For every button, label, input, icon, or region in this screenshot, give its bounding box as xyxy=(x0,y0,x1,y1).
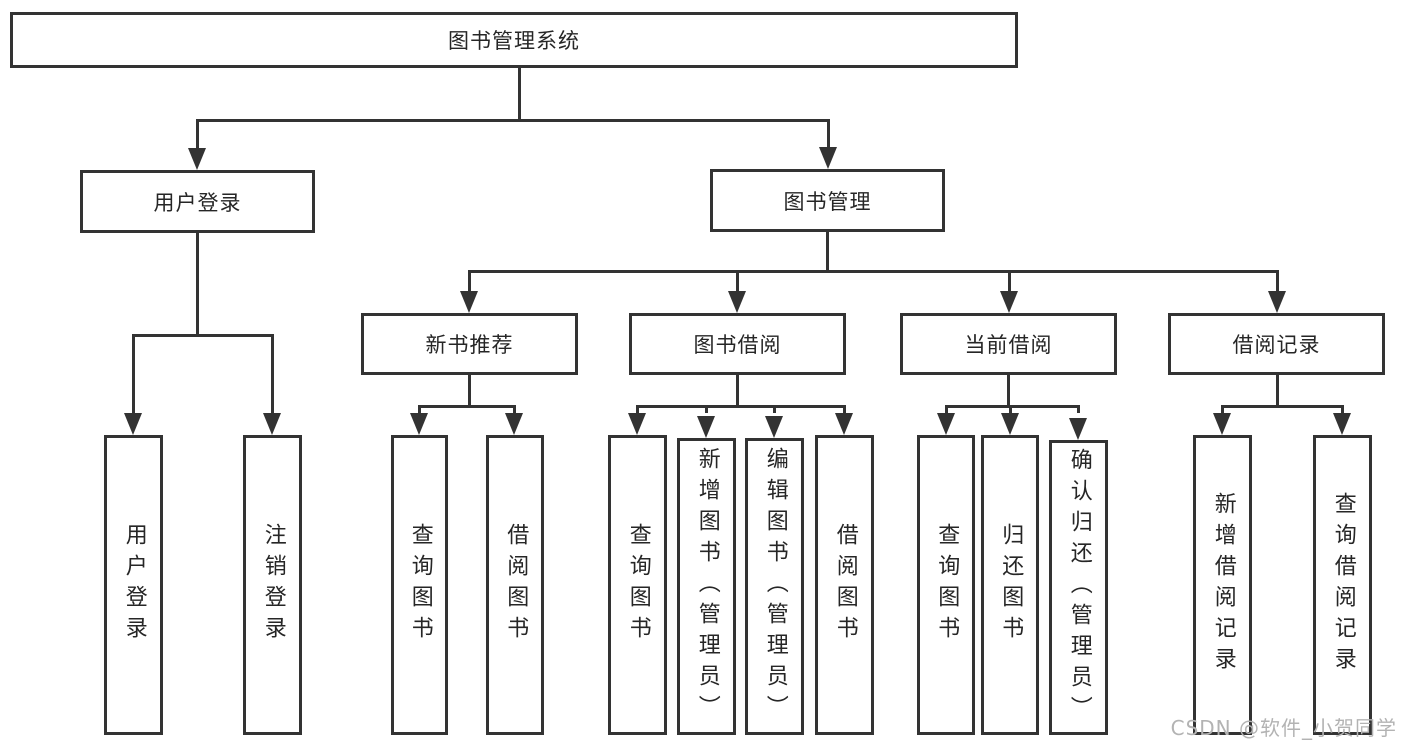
node-label: 新书推荐 xyxy=(425,333,514,357)
connector-line xyxy=(271,334,274,413)
node-label: 图书管理 xyxy=(783,189,872,214)
leaf-label: 确认归还（管理员） xyxy=(1066,448,1092,727)
connector-line xyxy=(1221,405,1344,408)
connector-line xyxy=(518,67,521,121)
node-label: 图书管理系统 xyxy=(448,29,580,53)
leaf-label: 新增图书（管理员） xyxy=(694,447,720,726)
connector-line xyxy=(418,405,516,408)
arrowhead-down-icon xyxy=(188,148,206,170)
arrowhead-down-icon xyxy=(1069,418,1087,440)
connector-line xyxy=(418,405,421,413)
leaf-label: 归还图书 xyxy=(998,523,1024,647)
connector-line xyxy=(1007,374,1010,407)
connector-line xyxy=(773,405,776,413)
node-book-borrow: 图书借阅 xyxy=(629,313,846,375)
arrowhead-down-icon xyxy=(937,413,955,435)
connector-line xyxy=(843,405,846,413)
connector-line xyxy=(513,405,516,413)
leaf-label: 查询图书 xyxy=(934,523,960,647)
node-library-system: 图书管理系统 xyxy=(10,12,1018,68)
leaf-label: 借阅图书 xyxy=(503,523,529,647)
node-current-borrow: 当前借阅 xyxy=(900,313,1117,375)
leaf-add-borrow-record: 新增借阅记录 xyxy=(1193,435,1252,735)
leaf-label: 新增借阅记录 xyxy=(1210,492,1236,678)
arrowhead-down-icon xyxy=(1213,413,1231,435)
leaf-borrow-books: 借阅图书 xyxy=(486,435,544,735)
arrowhead-down-icon xyxy=(1001,413,1019,435)
node-label: 借阅记录 xyxy=(1232,333,1321,357)
arrowhead-down-icon xyxy=(728,291,746,313)
leaf-label: 编辑图书（管理员） xyxy=(762,447,788,726)
arrowhead-down-icon xyxy=(505,413,523,435)
arrowhead-down-icon xyxy=(628,413,646,435)
connector-line xyxy=(827,119,830,148)
leaf-label: 查询图书 xyxy=(407,523,433,647)
leaf-label: 查询借阅记录 xyxy=(1330,492,1356,678)
arrowhead-down-icon xyxy=(819,147,837,169)
node-label: 用户登录 xyxy=(153,190,242,215)
leaf-user-login: 用户登录 xyxy=(104,435,163,735)
connector-line xyxy=(1008,270,1011,291)
connector-line xyxy=(468,270,1279,273)
node-label: 图书借阅 xyxy=(693,333,782,357)
leaf-label: 借阅图书 xyxy=(832,523,858,647)
connector-line xyxy=(1009,405,1012,413)
leaf-query-books: 查询图书 xyxy=(391,435,448,735)
connector-line xyxy=(1221,405,1224,413)
connector-line xyxy=(945,405,948,413)
arrowhead-down-icon xyxy=(765,416,783,438)
leaf-label: 用户登录 xyxy=(121,523,147,647)
arrowhead-down-icon xyxy=(124,413,142,435)
connector-line xyxy=(1341,405,1344,413)
connector-line xyxy=(468,270,471,291)
arrowhead-down-icon xyxy=(263,413,281,435)
leaf-edit-books-admin: 编辑图书（管理员） xyxy=(745,438,804,735)
node-book-management: 图书管理 xyxy=(710,169,945,232)
connector-line xyxy=(736,374,739,407)
connector-line xyxy=(196,119,199,148)
arrowhead-down-icon xyxy=(1268,291,1286,313)
arrowhead-down-icon xyxy=(697,416,715,438)
arrowhead-down-icon xyxy=(460,291,478,313)
node-new-book-recommend: 新书推荐 xyxy=(361,313,578,375)
connector-line xyxy=(132,334,274,337)
leaf-confirm-return-admin: 确认归还（管理员） xyxy=(1049,440,1108,735)
arrowhead-down-icon xyxy=(835,413,853,435)
leaf-query-borrow-record: 查询借阅记录 xyxy=(1313,435,1372,735)
connector-line xyxy=(468,374,471,407)
node-user-login: 用户登录 xyxy=(80,170,315,233)
connector-line xyxy=(945,405,1080,408)
connector-line xyxy=(636,405,846,408)
connector-line xyxy=(196,232,199,336)
connector-line xyxy=(1077,405,1080,413)
node-label: 当前借阅 xyxy=(964,333,1053,357)
connector-line xyxy=(636,405,639,413)
leaf-borrow-books: 借阅图书 xyxy=(815,435,874,735)
leaf-return-books: 归还图书 xyxy=(981,435,1039,735)
arrowhead-down-icon xyxy=(1000,291,1018,313)
leaf-query-books: 查询图书 xyxy=(608,435,667,735)
arrowhead-down-icon xyxy=(410,413,428,435)
connector-line xyxy=(736,270,739,291)
leaf-label: 查询图书 xyxy=(625,523,651,647)
connector-line xyxy=(1276,270,1279,291)
leaf-logout: 注销登录 xyxy=(243,435,302,735)
connector-line xyxy=(705,405,708,413)
leaf-query-books: 查询图书 xyxy=(917,435,975,735)
leaf-label: 注销登录 xyxy=(260,523,286,647)
leaf-add-books-admin: 新增图书（管理员） xyxy=(677,438,736,735)
connector-line xyxy=(132,334,135,413)
node-borrow-records: 借阅记录 xyxy=(1168,313,1385,375)
arrowhead-down-icon xyxy=(1333,413,1351,435)
connector-line xyxy=(1276,374,1279,407)
connector-line xyxy=(826,231,829,272)
watermark: CSDN @软件_小贺同学 xyxy=(1170,716,1397,740)
connector-line xyxy=(196,119,830,122)
